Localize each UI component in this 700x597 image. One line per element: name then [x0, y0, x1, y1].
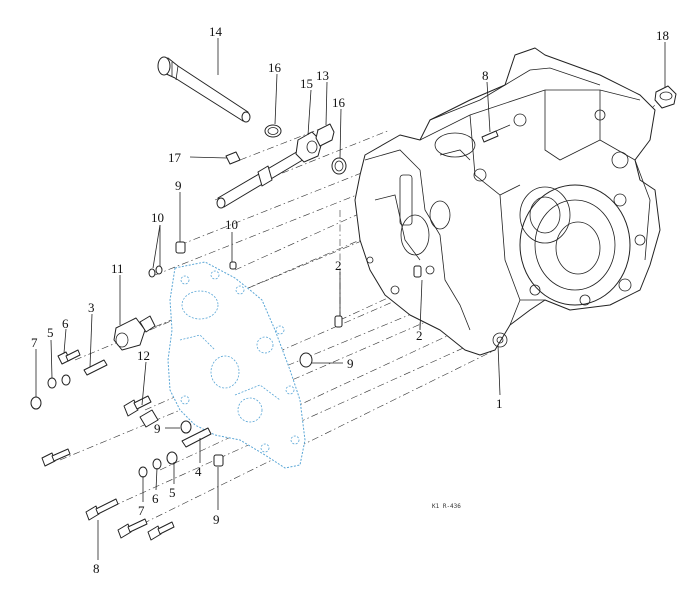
- label-13: 13: [316, 68, 329, 83]
- label-9-a: 9: [175, 178, 182, 193]
- front-cover-highlighted: [167, 261, 306, 469]
- plug-part-18: [654, 85, 677, 109]
- label-10-right: 10: [225, 217, 238, 232]
- label-5-upper: 5: [47, 325, 54, 340]
- fitting-part-11: [113, 315, 156, 351]
- label-16-left: 16: [268, 60, 282, 75]
- label-9-b: 9: [347, 356, 354, 371]
- label-6-lower: 6: [152, 491, 159, 506]
- drawing-code: K1 R-436: [432, 503, 461, 510]
- label-14: 14: [209, 24, 223, 39]
- plug-part-13: [315, 123, 335, 147]
- label-17: 17: [168, 150, 182, 165]
- callout-labels: 1 2 2 3 4 5 5 6 6 7 7 8 8 9 9 9 9 10 10 …: [31, 24, 669, 576]
- o-ring-part-16-right: [331, 157, 347, 175]
- label-8-lower: 8: [93, 561, 100, 576]
- fasteners-left: [30, 241, 422, 541]
- label-2-upper: 2: [335, 258, 342, 273]
- label-15: 15: [300, 76, 313, 91]
- label-3: 3: [88, 300, 95, 315]
- label-9-d: 9: [213, 512, 220, 527]
- label-9-c: 9: [154, 421, 161, 436]
- label-12: 12: [137, 348, 150, 363]
- shift-shaft-part-15: [216, 131, 323, 209]
- transmission-case-part-1: [354, 47, 661, 356]
- leader-lines: [35, 38, 666, 560]
- small-parts-top: [225, 85, 677, 175]
- label-4: 4: [195, 464, 202, 479]
- label-18: 18: [656, 28, 669, 43]
- shaft-part-14: [157, 56, 251, 123]
- label-7-lower: 7: [138, 503, 145, 518]
- label-16-right: 16: [332, 95, 346, 110]
- label-2-lower: 2: [416, 328, 423, 343]
- label-11: 11: [111, 261, 124, 276]
- label-1: 1: [496, 396, 503, 411]
- label-5-lower: 5: [169, 485, 176, 500]
- label-8-upper: 8: [482, 68, 489, 83]
- o-ring-part-16-left: [264, 124, 282, 138]
- bolt-part-17: [225, 151, 241, 165]
- label-6-upper: 6: [62, 316, 69, 331]
- label-10-left: 10: [151, 210, 164, 225]
- label-7-upper: 7: [31, 335, 38, 350]
